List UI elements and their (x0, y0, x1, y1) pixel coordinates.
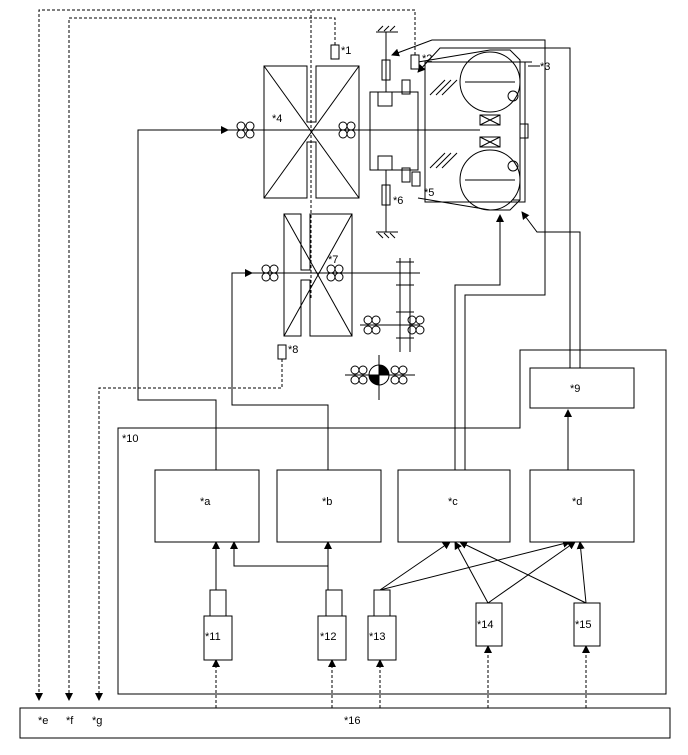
label-f: *f (66, 715, 74, 727)
box-d (529, 469, 635, 543)
label-3: *3 (540, 61, 550, 73)
secondary-pulley (252, 213, 420, 337)
label-7: *7 (328, 254, 338, 266)
label-14: *14 (477, 619, 494, 631)
label-g: *g (92, 715, 102, 727)
torque-converter (417, 49, 532, 211)
sensor-1 (330, 44, 340, 60)
label-4: *4 (272, 113, 282, 125)
box-a (154, 469, 260, 543)
control-unit-boundary (117, 349, 667, 695)
sensor-8 (277, 344, 287, 360)
sensor-15 (573, 602, 601, 647)
box-9 (529, 367, 635, 409)
box-b (276, 469, 382, 543)
sensor-13 (367, 589, 397, 661)
label-1: *1 (341, 45, 351, 57)
transmission-drawing (228, 10, 532, 400)
label-2: *2 (422, 53, 432, 65)
planetary-gear (369, 59, 419, 206)
reduction-gears (360, 258, 425, 352)
primary-pulley (228, 10, 480, 300)
label-13: *13 (369, 631, 386, 643)
sensor-2 (410, 54, 420, 70)
label-e: *e (38, 715, 48, 727)
label-10: *10 (122, 433, 139, 445)
label-c: *c (448, 496, 458, 508)
sensor-14 (475, 602, 503, 647)
label-d: *d (572, 496, 582, 508)
label-12: *12 (320, 631, 337, 643)
control-lines (35, 9, 590, 708)
label-16: *16 (344, 715, 361, 727)
label-11: *11 (205, 631, 221, 643)
sensor-11 (203, 589, 233, 661)
label-9: *9 (570, 383, 580, 395)
ground-hatch-top (376, 25, 398, 60)
label-15: *15 (575, 619, 592, 631)
label-5: *5 (424, 187, 434, 199)
sensor-12 (317, 589, 347, 661)
ground-hatch-bottom (376, 205, 398, 239)
sensor-5 (411, 171, 421, 187)
box-16 (19, 707, 671, 739)
box-c (397, 469, 511, 543)
label-8: *8 (288, 344, 298, 356)
label-6: *6 (393, 195, 403, 207)
label-a: *a (200, 496, 211, 508)
differential (345, 355, 415, 400)
label-b: *b (322, 496, 332, 508)
labels: *1 *2 *3 *4 *5 *6 *7 *8 *9 *10 *11 *12 *… (38, 45, 592, 727)
